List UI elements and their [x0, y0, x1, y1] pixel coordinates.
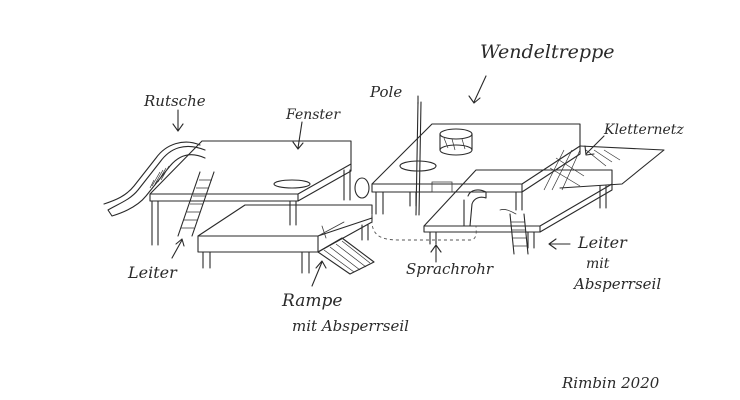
ladder-right [499, 209, 529, 255]
label-leiter-right-mit: mit [586, 256, 610, 272]
label-rutsche: Rutsche [143, 92, 206, 110]
label-rampe-sub: mit Absperrseil [292, 317, 409, 335]
label-leiter-left: Leiter [127, 263, 178, 282]
annotation-arrows [171, 75, 605, 287]
label-fenster: Fenster [285, 107, 341, 123]
right-tower [371, 101, 665, 255]
label-leiter-right-absperrseil: Absperrseil [572, 275, 661, 293]
label-rampe: Rampe [281, 291, 342, 311]
pole [415, 101, 422, 216]
ladder-left [177, 171, 215, 237]
arrow-rampe [311, 260, 327, 287]
arrow-rutsche [172, 109, 184, 132]
ramp [317, 221, 375, 275]
climbing-net [543, 145, 665, 191]
slide [103, 141, 206, 217]
labels: Rutsche Fenster Pole Wendeltreppe Klette… [127, 41, 684, 392]
pole-hole [399, 160, 437, 172]
spiral-staircase [439, 128, 473, 156]
tube-connector [354, 177, 370, 199]
label-sprachrohr: Sprachrohr [406, 260, 494, 278]
speaking-tube [371, 189, 487, 241]
label-kletternetz: Kletternetz [603, 122, 684, 138]
arrow-leiter-left [171, 238, 185, 259]
label-leiter-right: Leiter [577, 233, 628, 252]
arrow-kletternetz [584, 135, 605, 156]
window-hole [273, 179, 311, 189]
left-tower [103, 140, 375, 275]
arrow-leiter-right [548, 238, 571, 250]
label-wendeltreppe: Wendeltreppe [480, 41, 614, 63]
signature: Rimbin 2020 [561, 374, 660, 392]
arrow-wendeltreppe [468, 75, 487, 104]
label-pole: Pole [369, 83, 402, 101]
arrow-sprachrohr [430, 244, 442, 263]
arrow-fenster [292, 121, 304, 150]
